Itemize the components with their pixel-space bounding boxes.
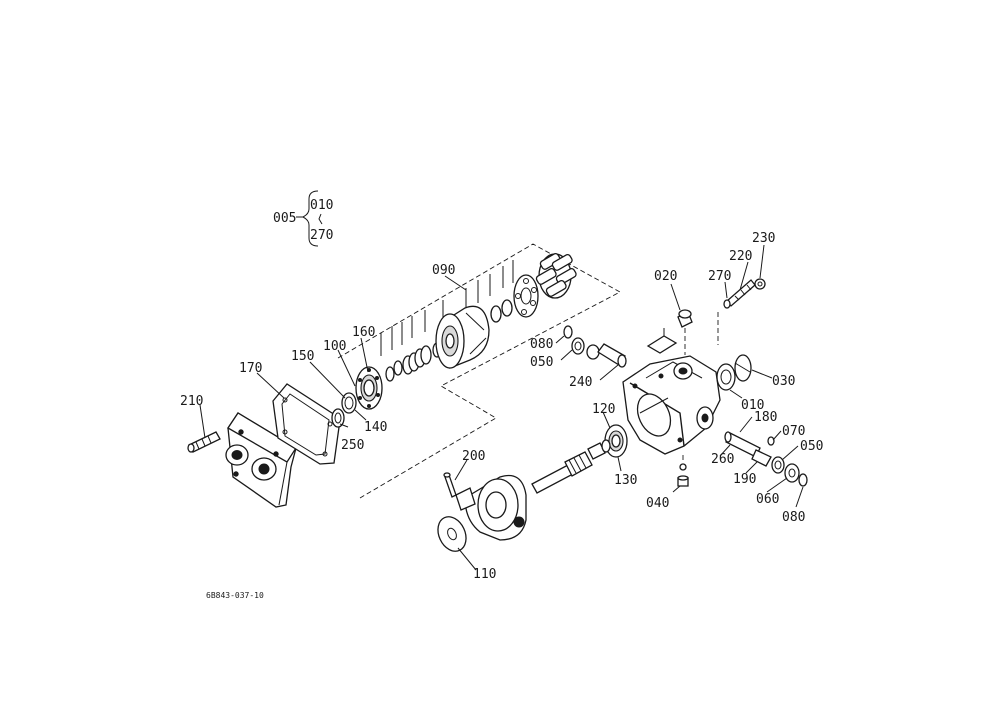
callout-050b[interactable]: 050 (800, 439, 823, 454)
pins-row (380, 260, 514, 356)
callout-120[interactable]: 120 (592, 402, 615, 417)
assembly-range-start[interactable]: 010 (310, 198, 333, 213)
shoe-plate (513, 274, 539, 318)
callout-190[interactable]: 190 (733, 472, 756, 487)
callout-080a[interactable]: 080 (530, 337, 553, 352)
bearing-120 (601, 424, 628, 458)
washer-250 (331, 408, 345, 428)
callout-240[interactable]: 240 (569, 375, 592, 390)
pin-240 (586, 343, 627, 368)
callout-080b[interactable]: 080 (782, 510, 805, 525)
callout-160[interactable]: 160 (352, 325, 375, 340)
bearing-160 (355, 366, 383, 410)
drawing-number: 6B843-037-10 (206, 591, 264, 600)
callout-010[interactable]: 010 (741, 398, 764, 413)
assembly-label[interactable]: 005 (273, 211, 296, 226)
assembly-range-end[interactable]: 270 (310, 228, 333, 243)
seal-080 (563, 325, 573, 339)
cylinder-block-090 (435, 305, 490, 369)
callout-150[interactable]: 150 (291, 349, 314, 364)
retainer-rings (490, 299, 513, 323)
screw-200 (443, 472, 457, 498)
seal-050 (571, 337, 585, 355)
callout-200[interactable]: 200 (462, 449, 485, 464)
washer-stack (385, 342, 442, 382)
ring-150 (341, 392, 357, 414)
callout-180[interactable]: 180 (754, 410, 777, 425)
gasket-170 (272, 383, 341, 465)
plug-040 (677, 455, 689, 487)
callout-220[interactable]: 220 (729, 249, 752, 264)
callout-070[interactable]: 070 (782, 424, 805, 439)
callout-170[interactable]: 170 (239, 361, 262, 376)
name-plate (646, 328, 678, 354)
callout-250[interactable]: 250 (341, 438, 364, 453)
callout-labels: 210 170 150 100 160 250 140 090 110 200 … (180, 231, 823, 582)
piston-set (535, 252, 577, 299)
plug-020 (677, 309, 693, 355)
callout-110[interactable]: 110 (473, 567, 496, 582)
callout-060[interactable]: 060 (756, 492, 779, 507)
callout-030[interactable]: 030 (772, 374, 795, 389)
callout-230[interactable]: 230 (752, 231, 775, 246)
shaft-180 (724, 431, 772, 467)
leader-lines (199, 244, 804, 571)
callout-210[interactable]: 210 (180, 394, 203, 409)
thrust-washer-110 (437, 516, 467, 552)
callout-100[interactable]: 100 (323, 339, 346, 354)
callout-050a[interactable]: 050 (530, 355, 553, 370)
callout-020[interactable]: 020 (654, 269, 677, 284)
callout-260[interactable]: 260 (711, 452, 734, 467)
callout-270[interactable]: 270 (708, 269, 731, 284)
callout-040[interactable]: 040 (646, 496, 669, 511)
bolt-210 (187, 431, 221, 453)
stud-220 (717, 278, 766, 345)
pump-housing (622, 355, 736, 455)
exploded-boundary-upper (337, 243, 621, 499)
callout-140[interactable]: 140 (364, 420, 387, 435)
washer-050b (771, 456, 785, 474)
drive-shaft (531, 442, 606, 494)
callout-090[interactable]: 090 (432, 263, 455, 278)
swash-plate (455, 474, 527, 541)
callout-130[interactable]: 130 (614, 473, 637, 488)
washer-060 (784, 463, 800, 483)
cap-030 (734, 354, 752, 382)
assembly-bracket (296, 190, 323, 247)
ring-080b (798, 473, 808, 487)
end-cover (225, 412, 297, 508)
ring-070 (767, 436, 775, 446)
